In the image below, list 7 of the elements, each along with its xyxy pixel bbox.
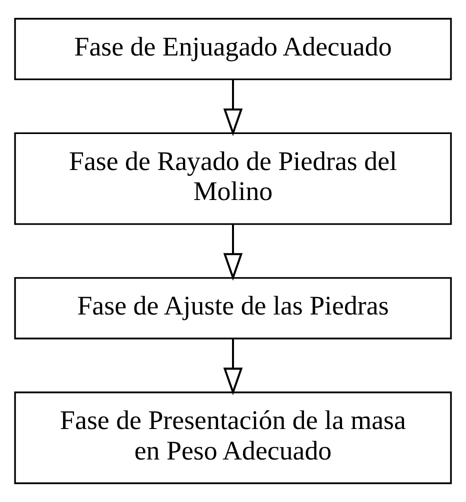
arrow bbox=[223, 79, 243, 136]
node-box: Fase de Enjuagado Adecuado bbox=[14, 18, 452, 80]
arrow bbox=[223, 224, 243, 281]
node-box: Fase de Presentación de la masa en Peso Adecuado bbox=[14, 392, 452, 484]
node-box: Fase de Ajuste de las Piedras bbox=[14, 277, 452, 340]
node-box: Fase de Rayado de Piedras del Molino bbox=[14, 132, 452, 225]
arrow bbox=[223, 338, 243, 396]
